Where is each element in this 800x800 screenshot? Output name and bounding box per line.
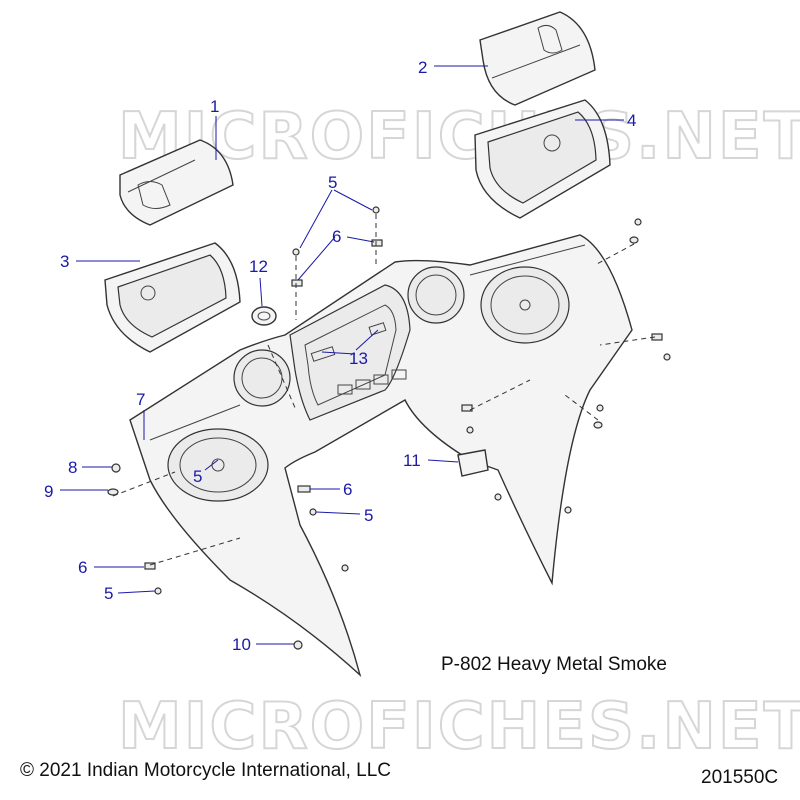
- leader-lines: [60, 65, 624, 645]
- part-1-cover-left: [119, 139, 234, 226]
- part-3-bezel-left: [104, 242, 241, 353]
- part-12-grommet: [251, 306, 277, 326]
- callout-6-top: 6: [332, 227, 341, 246]
- callout-5-low: 5: [104, 584, 113, 603]
- assembly-lines: [112, 214, 656, 566]
- callout-1: 1: [210, 97, 219, 116]
- watermark-top: MICROFICHES.NET: [118, 100, 800, 174]
- callout-5-top: 5: [328, 173, 337, 192]
- callout-12: 12: [249, 257, 268, 276]
- callout-2: 2: [418, 58, 427, 77]
- part-4-bezel-right: [474, 99, 611, 219]
- figure-number: 201550C: [701, 767, 779, 788]
- variant-label: P-802 Heavy Metal Smoke: [441, 654, 667, 675]
- callout-10: 10: [232, 635, 251, 654]
- callout-5-mid: 5: [364, 506, 373, 525]
- callout-4: 4: [627, 111, 636, 130]
- callout-5-speaker: 5: [193, 467, 202, 486]
- part-2-cover-right: [479, 11, 596, 106]
- callout-3: 3: [60, 252, 69, 271]
- callout-6-low: 6: [78, 558, 87, 577]
- callout-9: 9: [44, 482, 53, 501]
- callout-8: 8: [68, 458, 77, 477]
- callout-7: 7: [136, 390, 145, 409]
- part-11-trim: [457, 449, 489, 477]
- callout-6-mid: 6: [343, 480, 352, 499]
- watermark-bottom: MICROFICHES.NET: [118, 690, 800, 764]
- copyright-notice: © 2021 Indian Motorcycle International, …: [20, 760, 391, 781]
- callout-13: 13: [349, 349, 368, 368]
- callout-11: 11: [403, 451, 421, 470]
